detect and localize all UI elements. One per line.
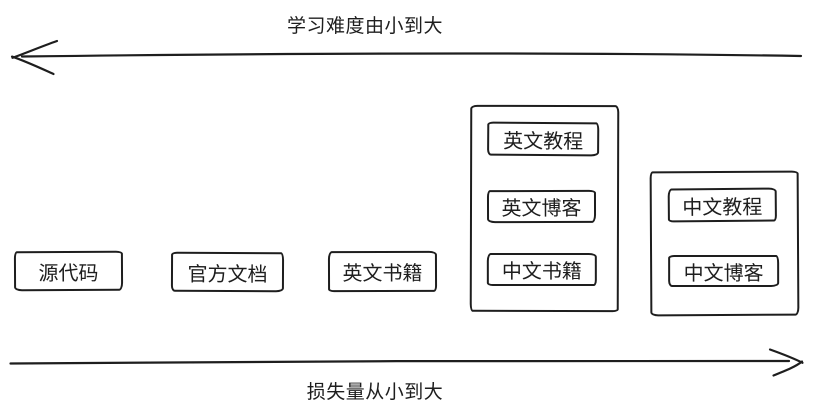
node-english-books: 英文书籍 — [327, 250, 438, 293]
node-label: 官方文档 — [187, 263, 268, 286]
node-label: 源代码 — [38, 262, 99, 285]
node-label: 中文书籍 — [501, 260, 582, 284]
node-official-docs: 官方文档 — [170, 251, 285, 293]
arrow-head-upper — [11, 39, 59, 59]
difficulty-arrow-left-icon — [10, 39, 803, 76]
node-english-tutorials: 英文教程 — [487, 121, 600, 157]
arrow-line — [20, 52, 803, 58]
arrow-head-lower — [10, 55, 55, 76]
node-label: 英文书籍 — [342, 262, 423, 286]
loss-arrow-right-icon — [9, 348, 804, 377]
node-chinese-blogs: 中文博客 — [668, 254, 780, 288]
group-chinese-resources: 中文教程 中文博客 — [649, 170, 800, 317]
node-label: 英文教程 — [503, 130, 584, 153]
node-label: 英文博客 — [501, 197, 582, 221]
node-label: 中文博客 — [683, 262, 764, 285]
arrow-head-upper — [768, 348, 804, 364]
arrow-line — [9, 359, 791, 365]
node-label: 中文教程 — [682, 196, 763, 219]
node-source-code: 源代码 — [13, 250, 124, 292]
node-chinese-books: 中文书籍 — [486, 252, 597, 287]
node-chinese-tutorials: 中文教程 — [667, 187, 777, 223]
arrow-head-lower — [772, 360, 804, 377]
loss-axis-label: 损失量从小到大 — [306, 382, 444, 403]
group-english-resources: 英文教程 英文博客 中文书籍 — [469, 104, 620, 313]
difficulty-axis-label: 学习难度由小到大 — [286, 16, 444, 37]
node-english-blogs: 英文博客 — [486, 189, 597, 224]
